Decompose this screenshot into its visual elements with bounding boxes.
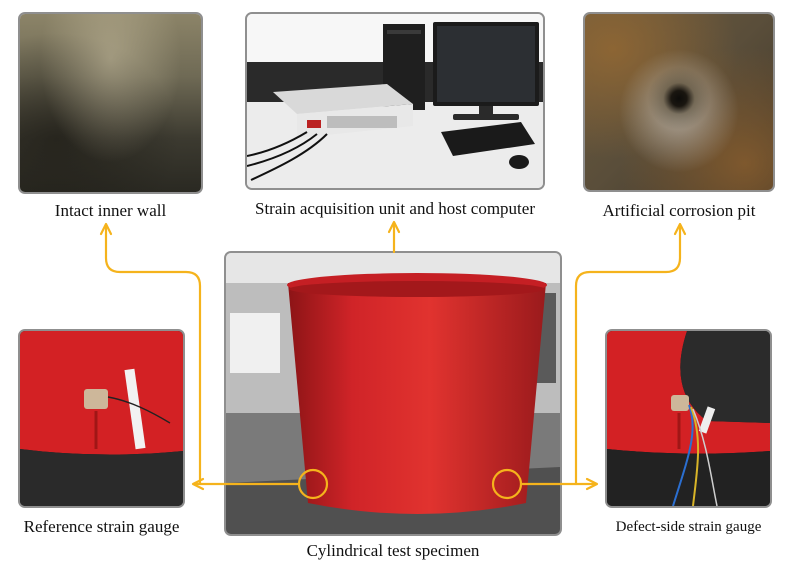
right-gauge-highlight — [491, 468, 523, 500]
intact-wall-photo — [18, 12, 203, 194]
acquisition-unit-caption: Strain acquisition unit and host compute… — [255, 199, 535, 218]
defect-gauge-photo — [605, 329, 772, 508]
specimen-photo — [224, 251, 562, 536]
defect-gauge-caption: Defect-side strain gauge — [615, 519, 762, 535]
acquisition-unit-photo — [245, 12, 545, 190]
reference-gauge-photo — [18, 329, 185, 508]
specimen-caption: Cylindrical test specimen — [306, 541, 480, 560]
arrow-to-corrosion-pit — [574, 224, 682, 486]
arrow-to-intact-wall — [104, 225, 202, 486]
reference-gauge-caption: Reference strain gauge — [23, 517, 180, 536]
intact-wall-caption: Intact inner wall — [54, 201, 167, 220]
corrosion-pit-photo — [583, 12, 775, 192]
corrosion-pit-caption: Artificial corrosion pit — [602, 201, 756, 220]
left-gauge-highlight — [297, 468, 329, 500]
